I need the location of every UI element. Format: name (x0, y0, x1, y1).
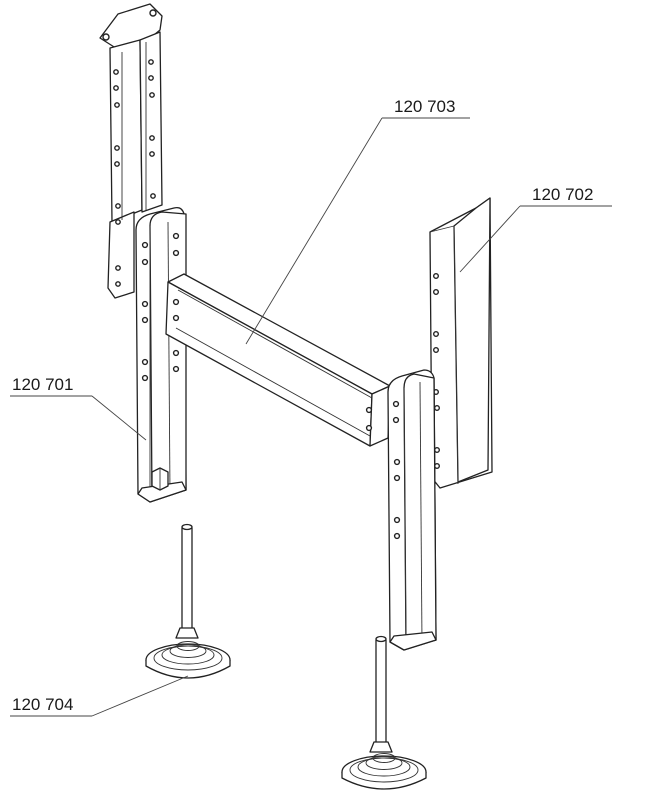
right-extension-holes (433, 273, 441, 470)
left-leg-nut (151, 467, 169, 491)
right-leg-holes (392, 400, 401, 540)
extension-plate-holes (113, 59, 156, 287)
right-leg-tube (387, 369, 437, 651)
leveling-foot-left (145, 523, 231, 679)
label-120-702: 120 702 (532, 185, 593, 204)
leveling-foot-right (341, 635, 427, 790)
label-120-701: 120 701 (12, 375, 73, 394)
leader-lines (10, 117, 612, 717)
label-120-703: 120 703 (394, 97, 455, 116)
upper-right-extension-plate (429, 197, 493, 489)
label-120-704: 120 704 (12, 695, 73, 714)
cross-beam (165, 273, 391, 447)
left-leg-tube (135, 206, 187, 503)
upper-left-extension-plate (99, 3, 163, 299)
